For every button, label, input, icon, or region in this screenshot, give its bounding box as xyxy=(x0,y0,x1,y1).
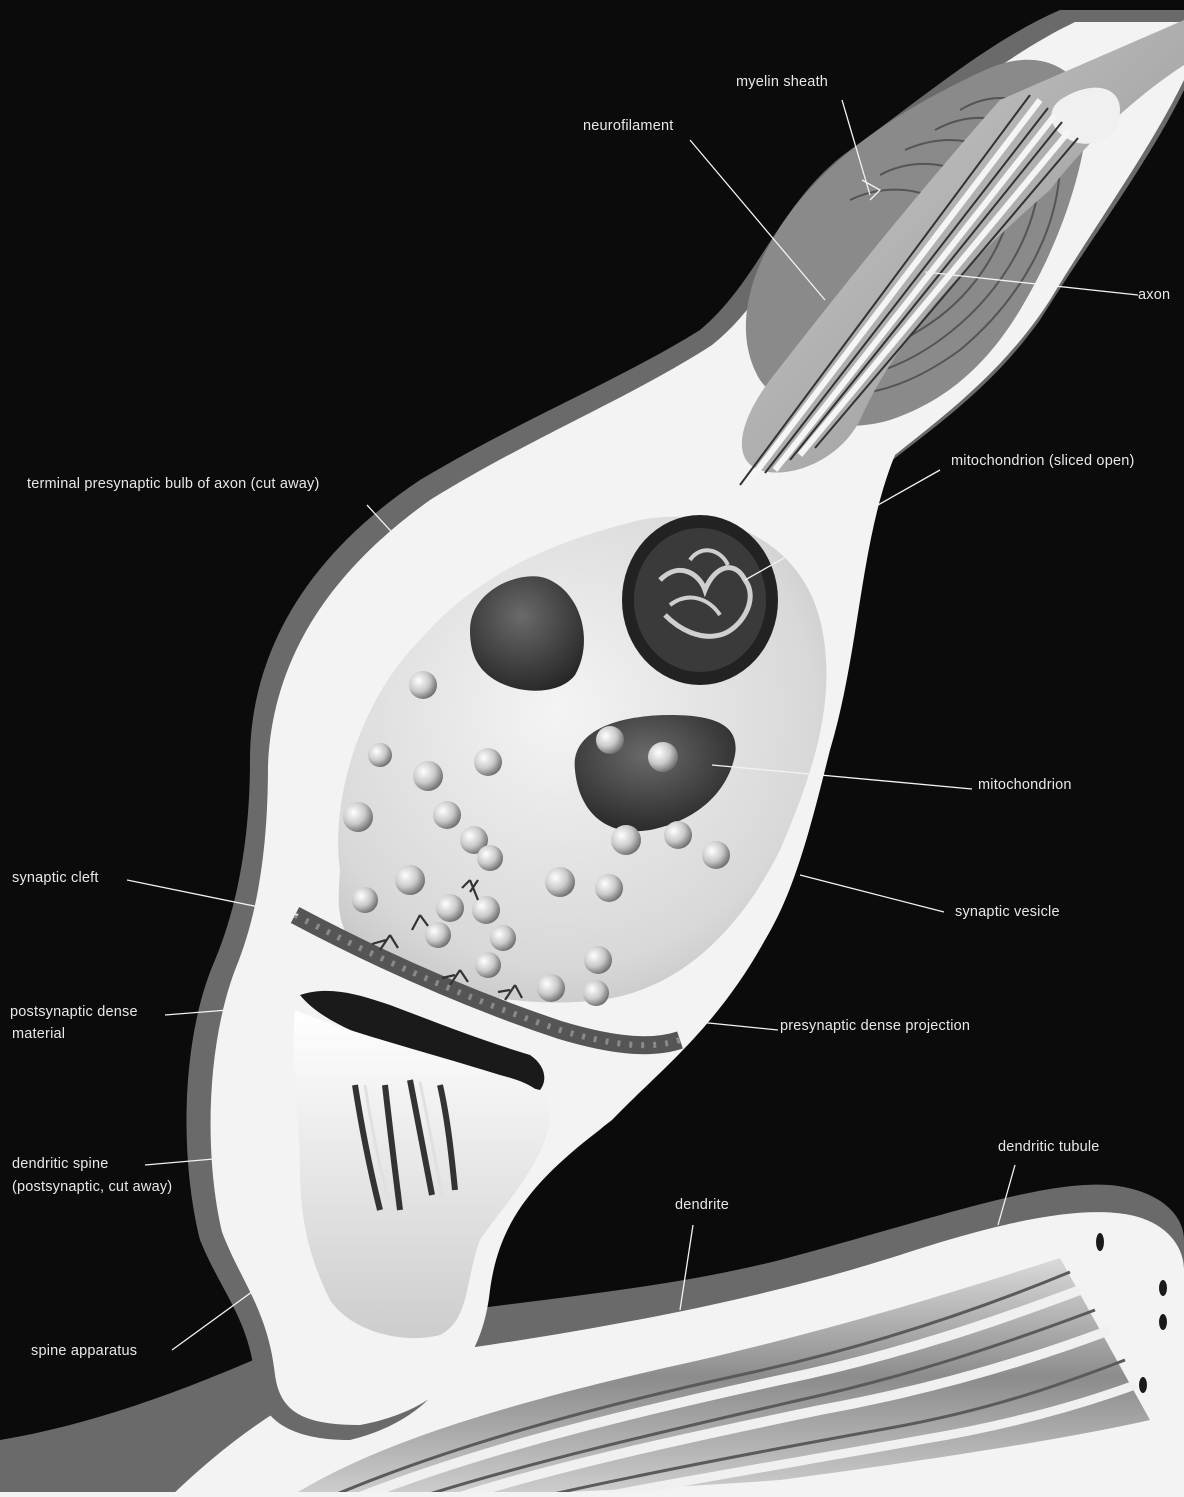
label-dendritic-spine-1: dendritic spine xyxy=(12,1156,109,1172)
label-postsynaptic-dense-1: postsynaptic dense xyxy=(10,1004,138,1020)
mitochondrion-sliced-open xyxy=(622,515,778,685)
label-myelin-sheath: myelin sheath xyxy=(736,74,828,90)
label-axon: axon xyxy=(1138,287,1170,303)
label-neurofilament: neurofilament xyxy=(583,118,673,134)
label-spine-apparatus: spine apparatus xyxy=(31,1343,137,1359)
label-presynaptic-dense-projection: presynaptic dense projection xyxy=(780,1018,970,1034)
label-dendrite: dendrite xyxy=(675,1197,729,1213)
label-postsynaptic-dense-2: material xyxy=(12,1026,65,1042)
label-mitochondrion-sliced: mitochondrion (sliced open) xyxy=(951,453,1135,469)
label-dendritic-spine-2: (postsynaptic, cut away) xyxy=(12,1179,172,1195)
label-mitochondrion: mitochondrion xyxy=(978,777,1072,793)
label-dendritic-tubule: dendritic tubule xyxy=(998,1139,1100,1155)
label-synaptic-vesicle: synaptic vesicle xyxy=(955,904,1060,920)
label-terminal-bulb: terminal presynaptic bulb of axon (cut a… xyxy=(27,476,320,492)
label-synaptic-cleft: synaptic cleft xyxy=(12,870,99,886)
